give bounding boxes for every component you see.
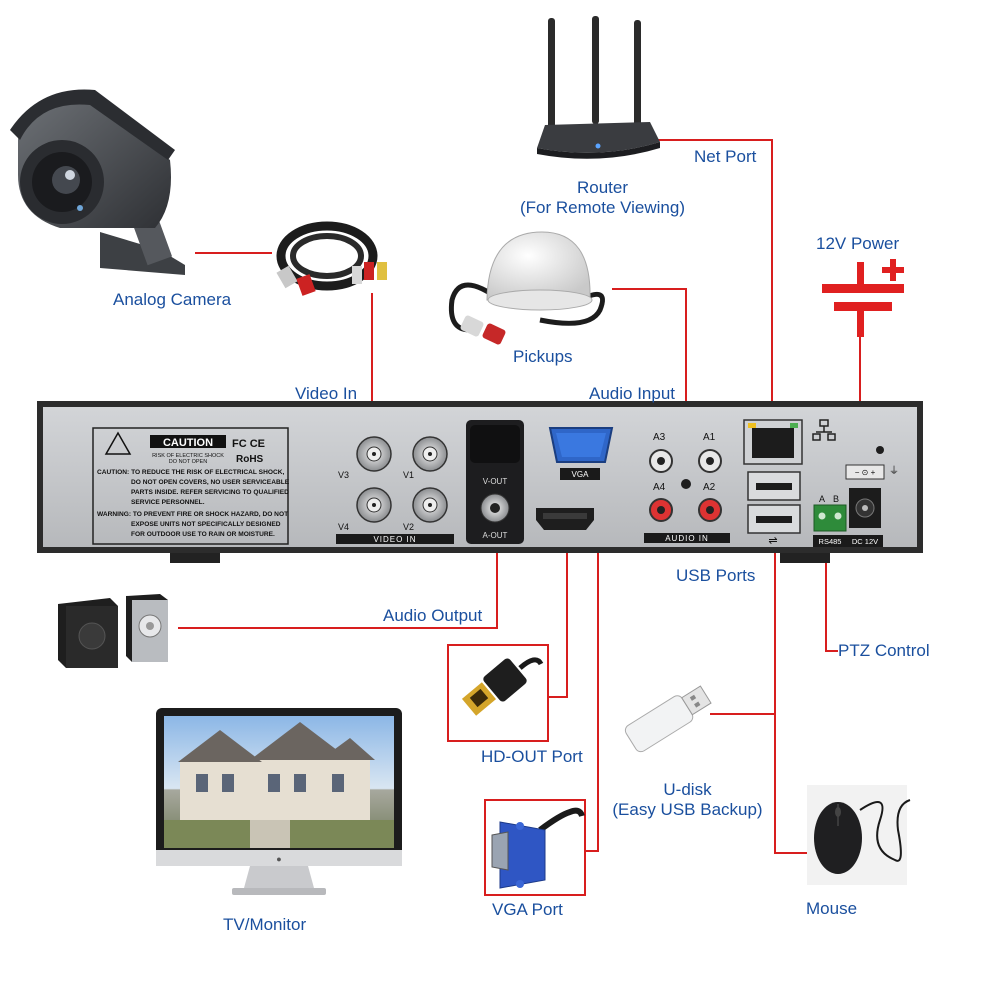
audio-input-label: Audio Input: [589, 384, 676, 403]
rs485-dc-block: A B RS485 − ⊙ + ⏚ DC 12V: [813, 464, 899, 547]
caution-sub1: RISK OF ELECTRIC SHOCK: [152, 453, 224, 459]
caution-sub2: DO NOT OPEN: [169, 459, 207, 465]
ground-icon: ⏚: [889, 465, 899, 477]
audio-output-label: Audio Output: [383, 606, 483, 625]
rs485-a-label: A: [819, 494, 825, 504]
udisk-label-line1: U-disk: [663, 780, 712, 799]
ptz-control-label: PTZ Control: [838, 641, 930, 660]
mouse-image: [807, 785, 911, 885]
warning-line: PARTS INSIDE. REFER SERVICING TO QUALIFI…: [131, 489, 289, 496]
hd-out-port-label: HD-OUT Port: [481, 747, 583, 766]
audio-in-tag: AUDIO IN: [665, 534, 709, 543]
hdout-highlight-box: [447, 644, 549, 742]
video-in-connectors: V3 V1 V4 V2 VIDEO IN: [336, 436, 454, 544]
tv-monitor-label: TV/Monitor: [223, 915, 307, 934]
warning-line: WARNING: TO PREVENT FIRE OR SHOCK HAZARD…: [97, 511, 288, 518]
rs485-b-label: B: [833, 494, 839, 504]
router-label-line2: (For Remote Viewing): [519, 198, 686, 217]
usb-symbol-icon: ⇌: [768, 535, 777, 547]
vga-cable-highlight-box: [484, 799, 586, 896]
v3-label: V3: [338, 470, 349, 480]
router-image: [537, 16, 660, 159]
a3-label: A3: [653, 432, 666, 443]
warning-line: EXPOSE UNITS NOT SPECIFICALLY DESIGNED: [131, 521, 281, 528]
vga-cable-image: [491, 807, 585, 889]
audio-in-connectors: A3 A1 A4 A2 AUDIO IN: [644, 432, 730, 543]
rs485-tag: RS485: [819, 537, 842, 546]
line-ptz: [825, 540, 838, 652]
line-usb-to-mouse: [774, 548, 808, 854]
a4-label: A4: [653, 482, 666, 493]
analog-camera-image: [10, 89, 185, 275]
a-out-label: A-OUT: [483, 531, 508, 540]
apple-logo-icon: ●: [276, 854, 281, 864]
dvr-back-panel: CAUTION RISK OF ELECTRIC SHOCK DO NOT OP…: [37, 401, 923, 563]
vga-tag: VGA: [572, 470, 590, 479]
v4-label: V4: [338, 522, 349, 532]
rs485-terminal: [813, 504, 847, 532]
warning-line: SERVICE PERSONNEL.: [131, 499, 205, 506]
caution-label: CAUTION RISK OF ELECTRIC SHOCK DO NOT OP…: [92, 427, 290, 545]
speakers-image: [58, 594, 168, 668]
line-vga: [585, 478, 599, 852]
udisk-label-line2: (Easy USB Backup): [612, 800, 763, 819]
vga-port-label: VGA Port: [492, 900, 563, 919]
line-hdout: [548, 525, 568, 698]
net-port-label: Net Port: [694, 147, 757, 166]
vga-port: VGA: [548, 427, 614, 480]
hdmi-cable-image: [461, 657, 544, 716]
warning-line: DO NOT OPEN COVERS, NO USER SERVICEABLE: [131, 479, 290, 486]
rohs-mark: RoHS: [236, 454, 264, 465]
a1-label: A1: [703, 432, 716, 443]
line-pickups-to-audio-in: [612, 288, 687, 424]
v2-label: V2: [403, 522, 414, 532]
house-picture: [164, 722, 394, 848]
analog-camera-label: Analog Camera: [113, 290, 232, 309]
video-in-label: Video In: [295, 384, 358, 403]
fc-ce-mark: FC CE: [232, 438, 265, 450]
usb-ports-label: USB Ports: [676, 566, 756, 585]
power-symbol: [822, 259, 904, 337]
pickup-microphone-image: [448, 231, 605, 345]
pickups-label: Pickups: [513, 347, 573, 366]
line-router-to-net-port: [658, 139, 773, 420]
v-out-label: V-OUT: [483, 477, 508, 486]
video-in-tag: VIDEO IN: [373, 535, 416, 544]
power-12v-label: 12V Power: [816, 234, 900, 253]
caution-title: CAUTION: [163, 437, 213, 449]
usb-disk-image: [624, 685, 712, 753]
dc12v-tag: DC 12V: [852, 537, 878, 546]
dc-polarity: − ⊙ +: [855, 468, 876, 477]
router-label-line1: Router: [576, 178, 629, 197]
network-icon: [812, 419, 836, 441]
av-out-block: V-OUT A-OUT: [466, 420, 524, 544]
lan-usb-block: ⇌: [743, 419, 803, 547]
warning-line: FOR OUTDOOR USE TO RAIN OR MOISTURE.: [131, 531, 275, 538]
a2-label: A2: [703, 482, 716, 493]
tv-monitor-image: ●: [156, 708, 402, 895]
warning-line: CAUTION: TO REDUCE THE RISK OF ELECTRICA…: [97, 469, 284, 476]
mouse-label: Mouse: [806, 899, 858, 918]
hdmi-port: [536, 508, 594, 530]
warning-text: CAUTION: TO REDUCE THE RISK OF ELECTRICA…: [97, 469, 290, 538]
bnc-cable-image: [276, 221, 387, 296]
udisk-label: U-disk (Easy USB Backup): [595, 780, 780, 820]
v1-label: V1: [403, 470, 414, 480]
router-label: Router (For Remote Viewing): [500, 178, 705, 218]
